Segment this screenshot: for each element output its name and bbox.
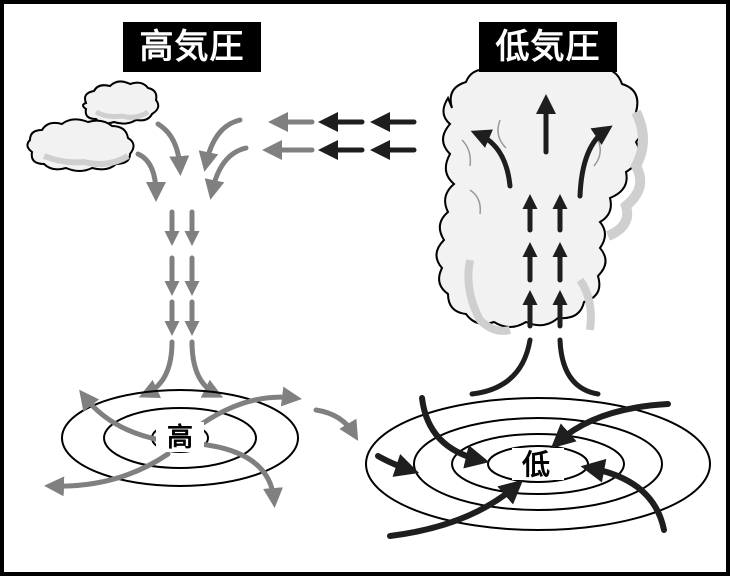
converge-arrow-from-upleft [419,395,490,469]
rise-curl-left [470,129,513,189]
low-pressure-center-label: 低 [521,448,550,481]
arrow-curl-left-bottom [135,151,166,202]
low-pressure-convergent-winds [375,395,671,539]
diverge-arrow-downleft [44,451,171,497]
converge-arrow-from-left [375,453,420,477]
high-pressure-title: 高気圧 [123,22,261,72]
low-pressure-rising-airflow [469,94,613,397]
high-pressure-cloud-top [82,80,160,125]
diverge-arrow-upright [193,386,302,431]
high-pressure-descending-airflow [135,117,249,399]
converge-arrow-from-downright [580,458,667,533]
rise-curl-right [577,125,613,199]
upper-level-flow-arrows [262,112,417,160]
surface-flow-arrow [313,407,359,441]
converge-arrow-from-downleft [387,479,524,539]
diverge-arrow-upleft [79,389,163,443]
isobar-outer [61,389,299,487]
low-pressure-title: 低気圧 [479,22,617,72]
isobar-inner-2 [451,433,625,495]
arrow-curl-left-top [155,121,190,176]
diverge-arrow-downright [197,441,283,508]
isobar-middle [103,407,257,469]
high-pressure-center-label: 高 [167,422,193,453]
high-pressure-divergent-winds [44,386,302,508]
arrow-curl-right-bottom [204,145,249,200]
isobar-outer [365,397,711,531]
converge-arrow-from-upright [550,401,671,449]
low-pressure-center-bg [512,448,564,480]
arrow-curl-right-top [198,117,243,172]
high-pressure-cloud-left [26,118,135,172]
rise-base-right [557,337,601,397]
high-pressure-center-bg [156,422,204,452]
rise-base-left [469,337,533,397]
